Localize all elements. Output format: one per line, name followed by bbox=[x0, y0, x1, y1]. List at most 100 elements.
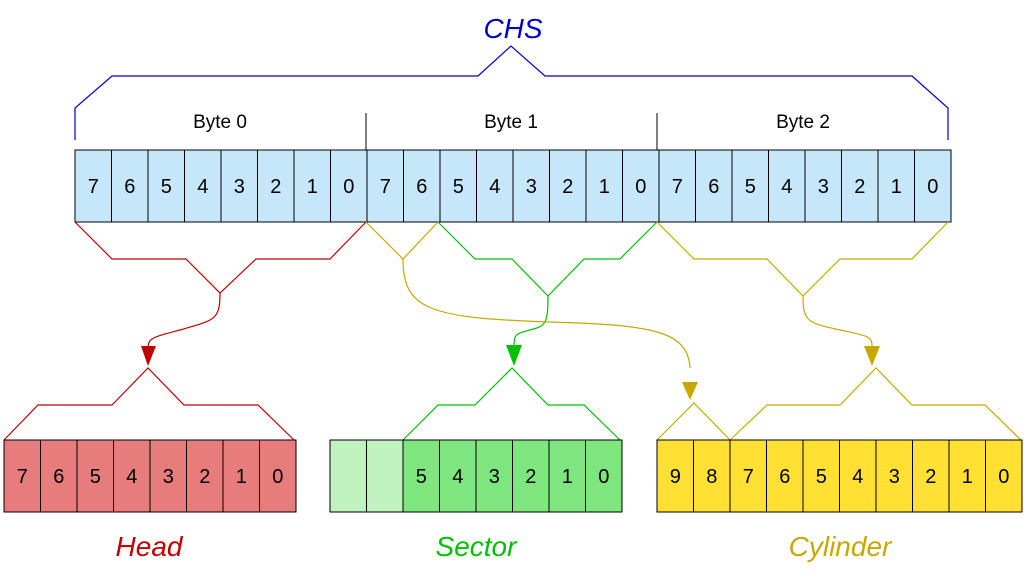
head-cell bbox=[113, 439, 151, 513]
byte-0-bit: 2 bbox=[270, 176, 281, 198]
byte-1-bit: 6 bbox=[416, 176, 427, 198]
byte-2-cell bbox=[731, 149, 769, 223]
byte-1-cell bbox=[403, 149, 441, 223]
sector-arrow-icon bbox=[506, 345, 522, 366]
sector-bit: 2 bbox=[525, 466, 536, 488]
cylinder-low-arrow-icon bbox=[864, 346, 880, 366]
byte-1-cell bbox=[585, 149, 623, 223]
sector-bit: 3 bbox=[489, 466, 500, 488]
cylinder-low-arrow-line bbox=[802, 295, 873, 347]
head-cell bbox=[259, 439, 297, 513]
byte-0-label: Byte 0 bbox=[193, 112, 247, 133]
byte-2-cell bbox=[695, 149, 733, 223]
byte-0-bit: 4 bbox=[197, 176, 208, 198]
byte-1-bit: 4 bbox=[489, 176, 500, 198]
sector-arrow-line bbox=[513, 295, 549, 349]
byte-2-label: Byte 2 bbox=[776, 112, 830, 133]
cylinder-bit: 8 bbox=[706, 466, 717, 488]
head-bit: 7 bbox=[17, 466, 28, 488]
cylinder-cell bbox=[985, 439, 1023, 513]
byte-0-bit: 0 bbox=[343, 176, 354, 198]
sector-cell bbox=[366, 439, 404, 513]
byte-0-cell bbox=[111, 149, 149, 223]
cylinder-bit: 5 bbox=[816, 466, 827, 488]
cylinder-bit: 9 bbox=[670, 466, 681, 488]
chs-brace bbox=[74, 45, 949, 140]
sector-bit: 4 bbox=[452, 466, 463, 488]
cylinder-cell bbox=[729, 439, 767, 513]
cylinder-bit: 7 bbox=[743, 466, 754, 488]
head-cell bbox=[40, 439, 78, 513]
byte-1-bit: 5 bbox=[453, 176, 464, 198]
byte-2-bit: 6 bbox=[708, 176, 719, 198]
byte-1-cell bbox=[439, 149, 477, 223]
sector-cell bbox=[512, 439, 550, 513]
byte-1-cell bbox=[622, 149, 660, 223]
cylinder-cell bbox=[766, 439, 804, 513]
byte-0-bit: 1 bbox=[307, 176, 318, 198]
cylinder-bit: 2 bbox=[925, 466, 936, 488]
cylinder-cell bbox=[875, 439, 913, 513]
byte-2-bit: 5 bbox=[745, 176, 756, 198]
byte-2-cell bbox=[658, 149, 696, 223]
head-bit: 3 bbox=[163, 466, 174, 488]
head-output-brace bbox=[3, 367, 295, 441]
byte-2-cell bbox=[804, 149, 842, 223]
cylinder-cell bbox=[656, 439, 694, 513]
byte-0-bit: 7 bbox=[88, 176, 99, 198]
byte-0-bit: 3 bbox=[234, 176, 245, 198]
sector-cell bbox=[439, 439, 477, 513]
head-bit: 6 bbox=[53, 466, 64, 488]
byte-2-cell bbox=[841, 149, 879, 223]
byte-0-cell bbox=[220, 149, 258, 223]
cylinder-output-brace-high bbox=[656, 402, 731, 441]
sector-bit: 5 bbox=[416, 466, 427, 488]
head-bit: 5 bbox=[90, 466, 101, 488]
sector-label: Sector bbox=[436, 531, 519, 562]
sector-cell bbox=[585, 439, 623, 513]
head-cell bbox=[149, 439, 187, 513]
head-arrow-icon bbox=[141, 346, 156, 366]
head-bit: 0 bbox=[272, 466, 283, 488]
cylinder-cell bbox=[802, 439, 840, 513]
cylinder-cell bbox=[839, 439, 877, 513]
byte-1-bit: 2 bbox=[562, 176, 573, 198]
sector-bit: 0 bbox=[598, 466, 609, 488]
head-label: Head bbox=[116, 531, 184, 562]
cylinder-bit: 4 bbox=[852, 466, 863, 488]
byte-0-cell bbox=[147, 149, 185, 223]
byte-0-cell bbox=[257, 149, 295, 223]
head-bit: 1 bbox=[236, 466, 247, 488]
chs-title: CHS bbox=[483, 13, 542, 44]
byte-2-bit: 0 bbox=[927, 176, 938, 198]
cylinder-bit: 0 bbox=[998, 466, 1009, 488]
head-arrow-line bbox=[147, 292, 221, 351]
sector-bit: 1 bbox=[562, 466, 573, 488]
cylinder-output-brace-low bbox=[729, 367, 1022, 441]
cylinder-high-arrow-line bbox=[402, 258, 691, 369]
byte-2-cell bbox=[877, 149, 915, 223]
head-brace bbox=[74, 221, 367, 294]
byte-1-cell bbox=[512, 149, 550, 223]
cylinder-bit: 6 bbox=[779, 466, 790, 488]
byte-1-cell bbox=[476, 149, 514, 223]
cylinder-brace-low bbox=[656, 221, 949, 297]
byte-0-bit: 5 bbox=[161, 176, 172, 198]
sector-cell bbox=[329, 439, 367, 513]
sector-output-brace bbox=[402, 367, 621, 441]
byte-0-bit: 6 bbox=[124, 176, 135, 198]
byte-0-cell bbox=[330, 149, 368, 223]
cylinder-high-arrow-icon bbox=[682, 382, 698, 400]
cylinder-cell bbox=[948, 439, 986, 513]
head-bit: 2 bbox=[199, 466, 210, 488]
byte-1-bit: 3 bbox=[526, 176, 537, 198]
byte-0-cell bbox=[184, 149, 222, 223]
byte-0-cell bbox=[74, 149, 112, 223]
cylinder-label: Cylinder bbox=[789, 531, 893, 562]
sector-cell bbox=[475, 439, 513, 513]
byte-2-bit: 7 bbox=[672, 176, 683, 198]
byte-1-cell bbox=[549, 149, 587, 223]
